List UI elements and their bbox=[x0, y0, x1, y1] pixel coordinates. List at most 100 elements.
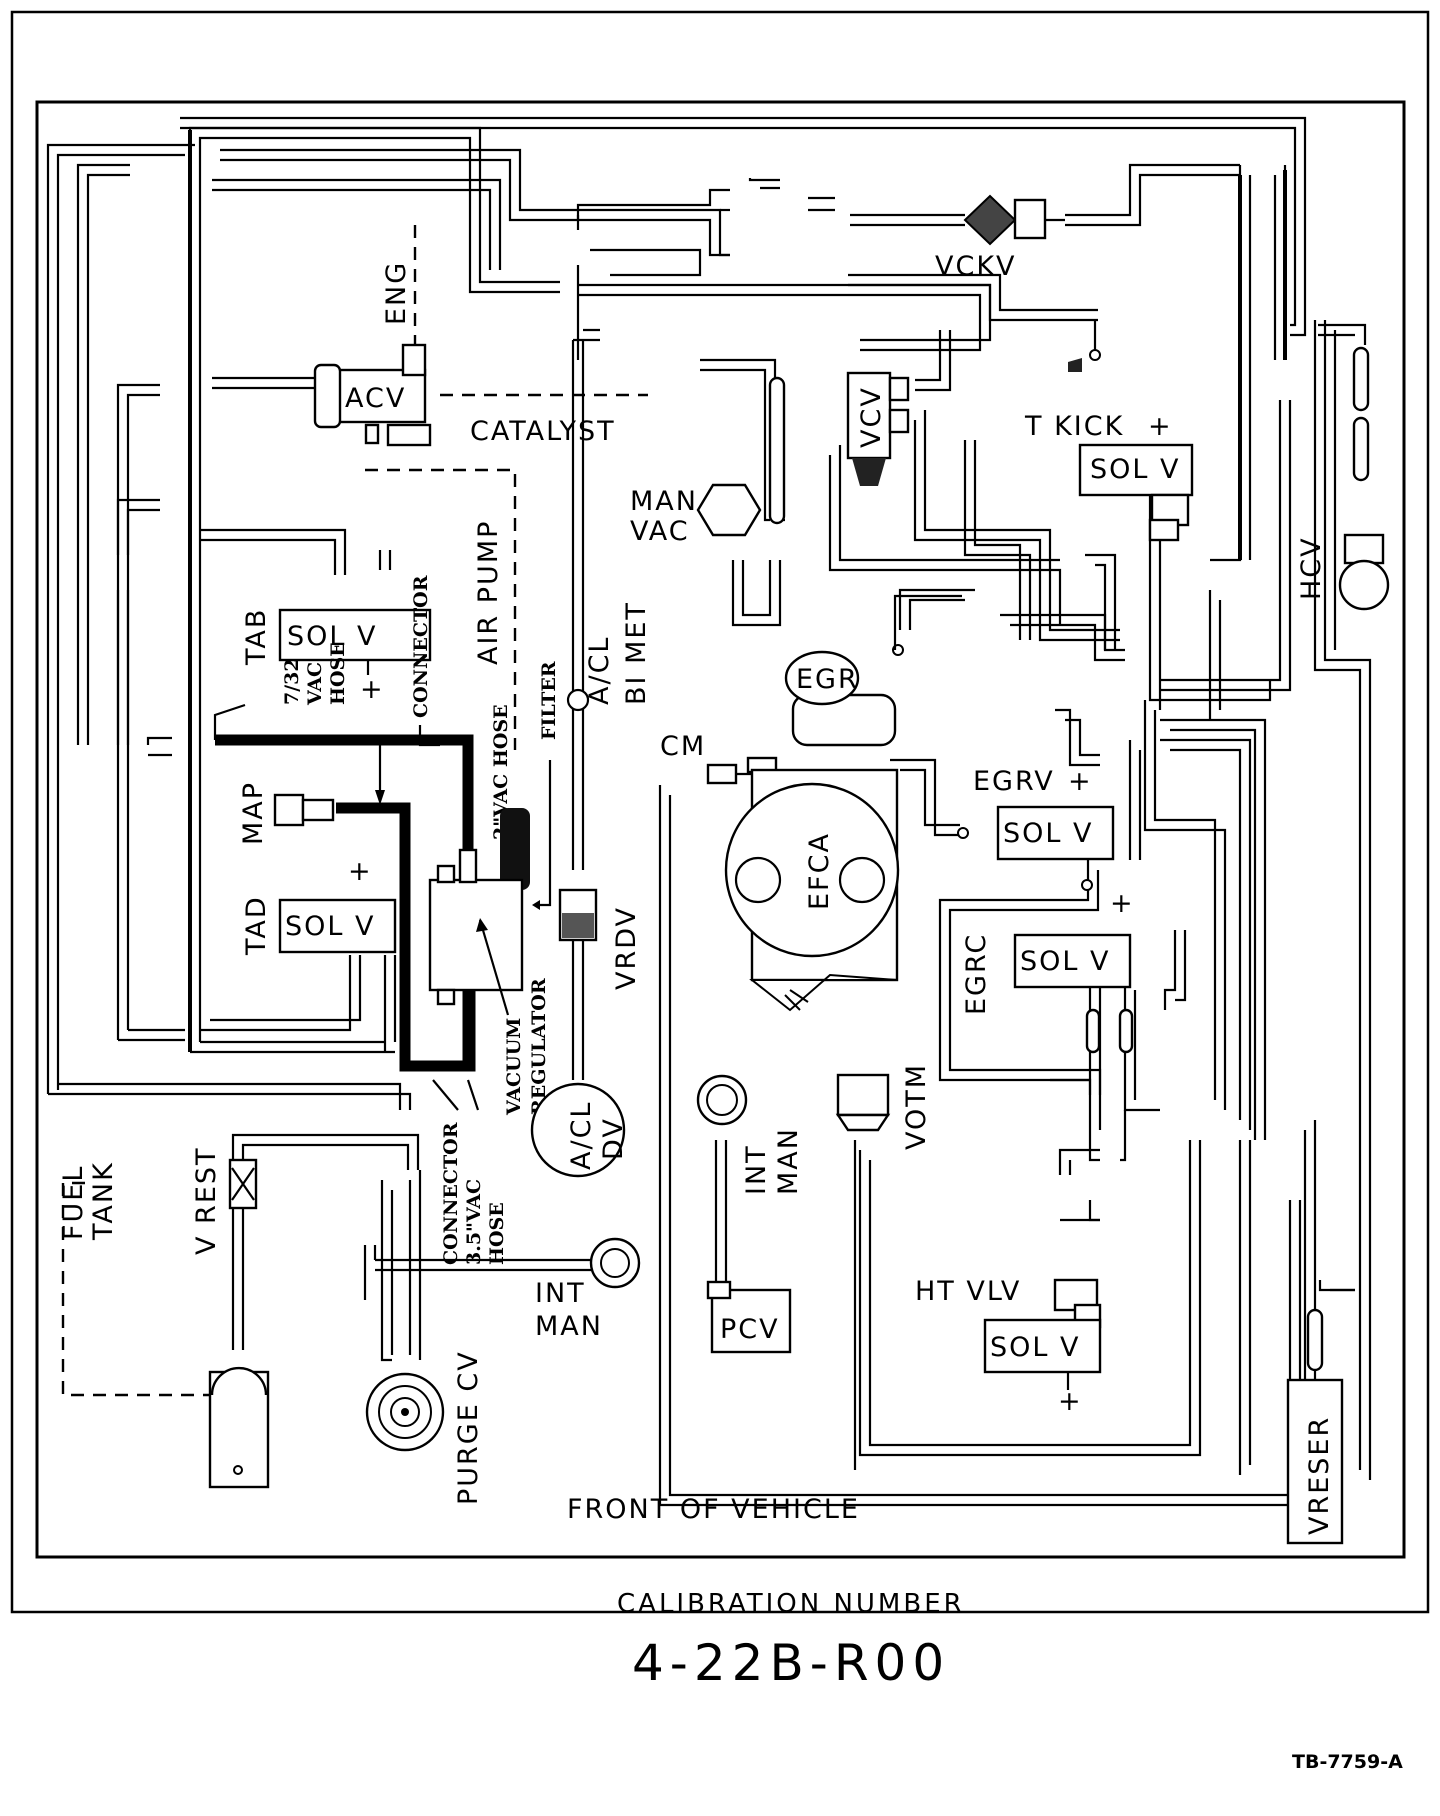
calibration-number: 4-22B-R00 bbox=[632, 1634, 950, 1692]
t-kick-plus: + bbox=[1148, 411, 1173, 442]
efca-label: EFCA bbox=[804, 832, 835, 910]
tee-connector bbox=[1068, 320, 1101, 372]
tad-solenoid: + TAD SOL V bbox=[241, 856, 397, 956]
vckv-valve: VCKV bbox=[935, 194, 1065, 282]
egrc-plus: + bbox=[1110, 888, 1135, 919]
filter-element bbox=[500, 760, 552, 910]
diagram-border bbox=[35, 100, 1406, 1559]
svg-text:HOSE: HOSE bbox=[327, 642, 349, 705]
tad-label: TAD bbox=[241, 895, 272, 956]
cm-label: CM bbox=[660, 731, 706, 762]
vacuum-regulator-label-2: REGULATOR bbox=[528, 978, 550, 1115]
man-vac-label-2: VAC bbox=[630, 516, 690, 547]
acl-bimet-label-2: BI MET bbox=[621, 601, 652, 705]
acl-bimet-label-1: A/CL bbox=[584, 636, 615, 705]
egr-label: EGR bbox=[796, 664, 859, 695]
figure-code: TB-7759-A bbox=[1292, 1751, 1403, 1773]
outer-frame bbox=[10, 10, 1430, 1614]
egrv-sol-v-label: SOL V bbox=[1003, 818, 1094, 849]
tab-sol-v-label: SOL V bbox=[287, 621, 378, 652]
vreser-device: VRESER bbox=[1286, 1308, 1344, 1545]
vrdv-label: VRDV bbox=[611, 906, 642, 990]
t-kick-solenoid: T KICK + SOL V bbox=[1024, 411, 1194, 542]
map-sensor: MAP bbox=[238, 781, 335, 845]
vreser-label: VRESER bbox=[1304, 1416, 1335, 1535]
air-pump-label: AIR PUMP bbox=[473, 520, 504, 665]
hcv-label: HCV bbox=[1296, 536, 1327, 600]
svg-text:VAC: VAC bbox=[304, 662, 326, 706]
svg-text:7/32: 7/32 bbox=[281, 658, 303, 705]
tab-solenoid: TAB SOL V + bbox=[241, 608, 432, 705]
filter-label: FILTER bbox=[538, 661, 560, 740]
egrv-solenoid: EGRV + SOL V bbox=[957, 766, 1115, 891]
vrdv-valve: VRDV bbox=[558, 888, 642, 1080]
int-man-center-label-2: MAN bbox=[773, 1127, 804, 1195]
acl-dv-label-1: A/CL bbox=[566, 1101, 597, 1170]
egrc-sol-v-label: SOL V bbox=[1020, 946, 1111, 977]
int-man-center: INT MAN bbox=[696, 1074, 804, 1195]
fuel-tank-label-2: TANK bbox=[88, 1161, 119, 1241]
vcv-label: VCV bbox=[856, 386, 887, 448]
heavy-vacuum-hoses bbox=[215, 734, 476, 1072]
egr-valve: EGR bbox=[784, 594, 962, 747]
thick-tubes bbox=[188, 130, 1287, 1052]
purge-cv-label: PURGE CV bbox=[453, 1350, 484, 1505]
int-man-lower: INT MAN bbox=[535, 1237, 641, 1342]
ht-vlv-solenoid: HT VLV SOL V + bbox=[915, 1276, 1102, 1417]
v-rest-valve: V REST bbox=[191, 1146, 258, 1255]
tube-segment bbox=[768, 376, 786, 525]
man-vac-port: MAN VAC bbox=[630, 483, 762, 547]
vcv-valve: VCV bbox=[846, 371, 910, 486]
fuel-tank: FUEL TANK bbox=[58, 1161, 270, 1489]
efca-carburetor: EFCA bbox=[724, 768, 900, 1012]
int-man-center-label-1: INT bbox=[741, 1144, 772, 1195]
ht-vlv-sol-v-label: SOL V bbox=[990, 1332, 1081, 1363]
int-man-lower-label-1: INT bbox=[535, 1278, 586, 1309]
hose-routing bbox=[46, 116, 1372, 1507]
svg-text:CONNECTOR: CONNECTOR bbox=[440, 1122, 462, 1265]
svg-text:3.5"VAC: 3.5"VAC bbox=[463, 1179, 485, 1265]
egrv-plus: + bbox=[1068, 766, 1093, 797]
vacuum-regulator: VACUUM REGULATOR bbox=[428, 848, 550, 1116]
hcv-valve: HCV bbox=[1296, 323, 1390, 611]
v-rest-label: V REST bbox=[191, 1146, 222, 1255]
votm-label: VOTM bbox=[901, 1063, 932, 1150]
fuel-tank-label-1: FUEL bbox=[58, 1165, 89, 1240]
tad-sol-v-label: SOL V bbox=[285, 911, 376, 942]
map-label: MAP bbox=[238, 781, 269, 845]
acv-label: ACV bbox=[345, 383, 406, 414]
acl-bimet: A/CL BI MET bbox=[566, 601, 652, 712]
vac-hose-732-label: 7/32 VAC HOSE bbox=[213, 642, 385, 805]
votm-device: VOTM bbox=[835, 1063, 932, 1150]
ht-vlv-label: HT VLV bbox=[915, 1276, 1021, 1307]
ht-vlv-plus: + bbox=[1058, 1386, 1083, 1417]
man-vac-label-1: MAN bbox=[630, 486, 698, 517]
tad-plus: + bbox=[348, 856, 373, 887]
tab-label: TAB bbox=[241, 608, 272, 666]
pcv-label: PCV bbox=[720, 1314, 780, 1345]
tab-plus: + bbox=[360, 674, 385, 705]
vac-hose-35-label: CONNECTOR 3.5"VAC HOSE bbox=[432, 1079, 508, 1265]
catalyst-label: CATALYST bbox=[470, 416, 616, 447]
dashed-lines bbox=[61, 225, 648, 1397]
front-of-vehicle-label: FRONT OF VEHICLE bbox=[567, 1494, 860, 1525]
acl-dv: A/CL DV bbox=[530, 1082, 629, 1178]
vckv-label: VCKV bbox=[935, 251, 1017, 282]
purge-cv: PURGE CV bbox=[365, 1350, 484, 1505]
calibration-label: CALIBRATION NUMBER bbox=[617, 1589, 965, 1619]
acl-dv-label-2: DV bbox=[598, 1117, 629, 1160]
int-man-lower-label-2: MAN bbox=[535, 1311, 603, 1342]
acv-valve: ACV bbox=[313, 343, 432, 447]
svg-text:HOSE: HOSE bbox=[486, 1202, 508, 1265]
eng-label: ENG bbox=[381, 261, 412, 325]
egrv-label: EGRV bbox=[973, 766, 1055, 797]
vacuum-regulator-label-1: VACUUM bbox=[503, 1018, 525, 1116]
vac-hose-2in-label: 2"VAC HOSE bbox=[490, 704, 512, 840]
cm-device: CM bbox=[660, 731, 778, 790]
egrc-label: EGRC bbox=[961, 933, 992, 1015]
egrc-solenoid: + EGRC SOL V bbox=[961, 888, 1135, 1054]
pcv-valve: PCV bbox=[706, 1280, 792, 1354]
t-kick-label: T KICK bbox=[1024, 411, 1124, 442]
t-kick-sol-v-label: SOL V bbox=[1090, 454, 1181, 485]
